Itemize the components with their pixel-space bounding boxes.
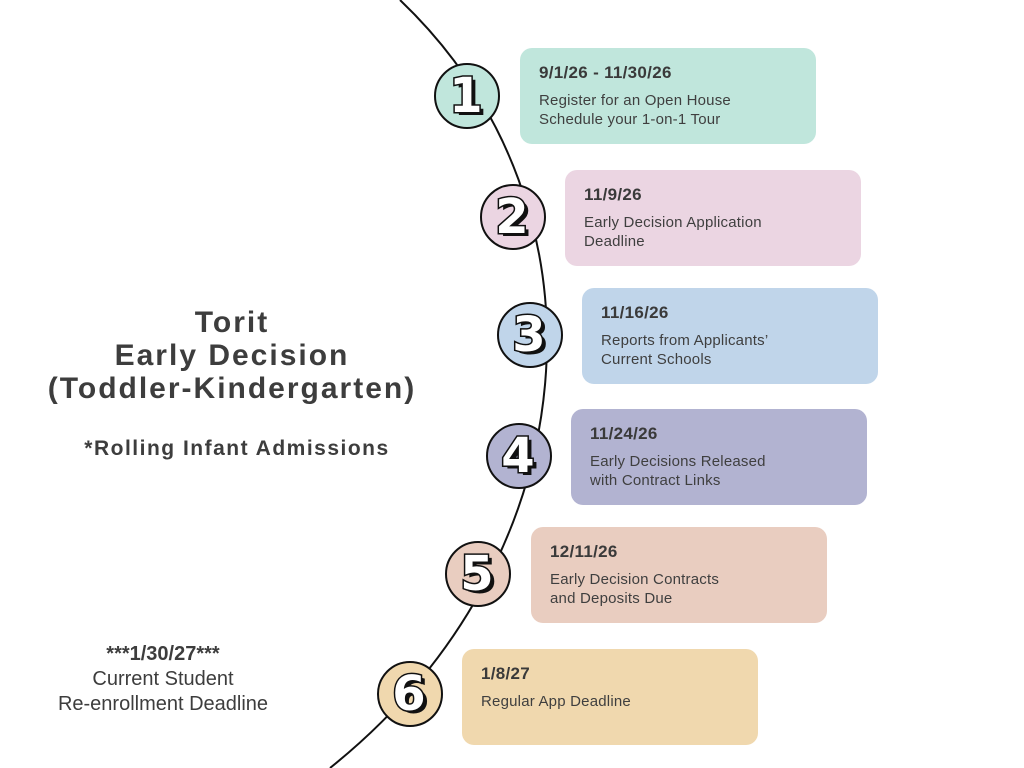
step-badge-3: 33 (497, 302, 563, 368)
step-badge-4: 44 (486, 423, 552, 489)
reenrollment-note: ***1/30/27*** Current Student Re-enrollm… (26, 642, 300, 717)
reenrollment-line-1: Current Student (92, 668, 234, 690)
step-description-line: Current Schools (601, 351, 712, 368)
step-description-line: Early Decisions Released (590, 453, 766, 470)
step-badge-number: 4 (501, 428, 534, 484)
step-date: 11/16/26 (601, 303, 669, 322)
step-badge-2: 22 (480, 184, 546, 250)
step-badge-number-shadow: 2 (499, 192, 532, 248)
step-badge-number-shadow: 5 (464, 549, 497, 605)
page-title: Torit Early Decision (Toddler-Kindergart… (0, 306, 464, 405)
step-date: 1/8/27 (481, 664, 531, 683)
title-line-3: (Toddler-Kindergarten) (47, 372, 417, 405)
step-description-line: Early Decision Application (584, 214, 762, 231)
step-badge-number: 1 (449, 68, 482, 124)
step-date: 11/9/26 (584, 185, 642, 204)
title-line-1: Torit (194, 306, 270, 339)
step-badge-6: 66 (377, 661, 443, 727)
step-badge-circle (486, 423, 552, 489)
step-description-line: Regular App Deadline (481, 693, 631, 710)
title-line-2: Early Decision (114, 339, 350, 372)
step-description-line: Schedule your 1-on-1 Tour (539, 111, 721, 128)
step-badge-5: 55 (445, 541, 511, 607)
reenrollment-date: ***1/30/27*** (106, 643, 220, 665)
step-badge-circle (434, 63, 500, 129)
step-badge-number: 3 (512, 307, 545, 363)
reenrollment-line-2: Re-enrollment Deadline (57, 693, 269, 715)
step-description-line: Early Decision Contracts (550, 571, 720, 588)
step-badge-number-shadow: 6 (396, 669, 429, 725)
step-badge-number-shadow: 4 (505, 431, 538, 487)
step-badge-circle (497, 302, 563, 368)
step-badge-number: 5 (460, 546, 493, 602)
step-date: 11/24/26 (590, 424, 658, 443)
step-description-line: Deadline (584, 233, 645, 250)
step-description-line: with Contract Links (590, 472, 721, 489)
step-badge-number-shadow: 1 (453, 71, 486, 127)
step-badge-1: 11 (434, 63, 500, 129)
step-date: 12/11/26 (550, 542, 618, 561)
step-badge-number-shadow: 3 (516, 310, 549, 366)
step-badge-circle (445, 541, 511, 607)
step-description-line: Reports from Applicants’ (601, 332, 769, 349)
step-badge-circle (377, 661, 443, 727)
step-description-line: Register for an Open House (539, 92, 731, 109)
step-badge-circle (480, 184, 546, 250)
step-badge-number: 6 (392, 666, 425, 722)
step-description-line: and Deposits Due (550, 590, 673, 607)
step-badge-number: 2 (495, 189, 528, 245)
subtitle: *Rolling Infant Admissions (84, 437, 390, 460)
step-date: 9/1/26 - 11/30/26 (539, 63, 672, 82)
